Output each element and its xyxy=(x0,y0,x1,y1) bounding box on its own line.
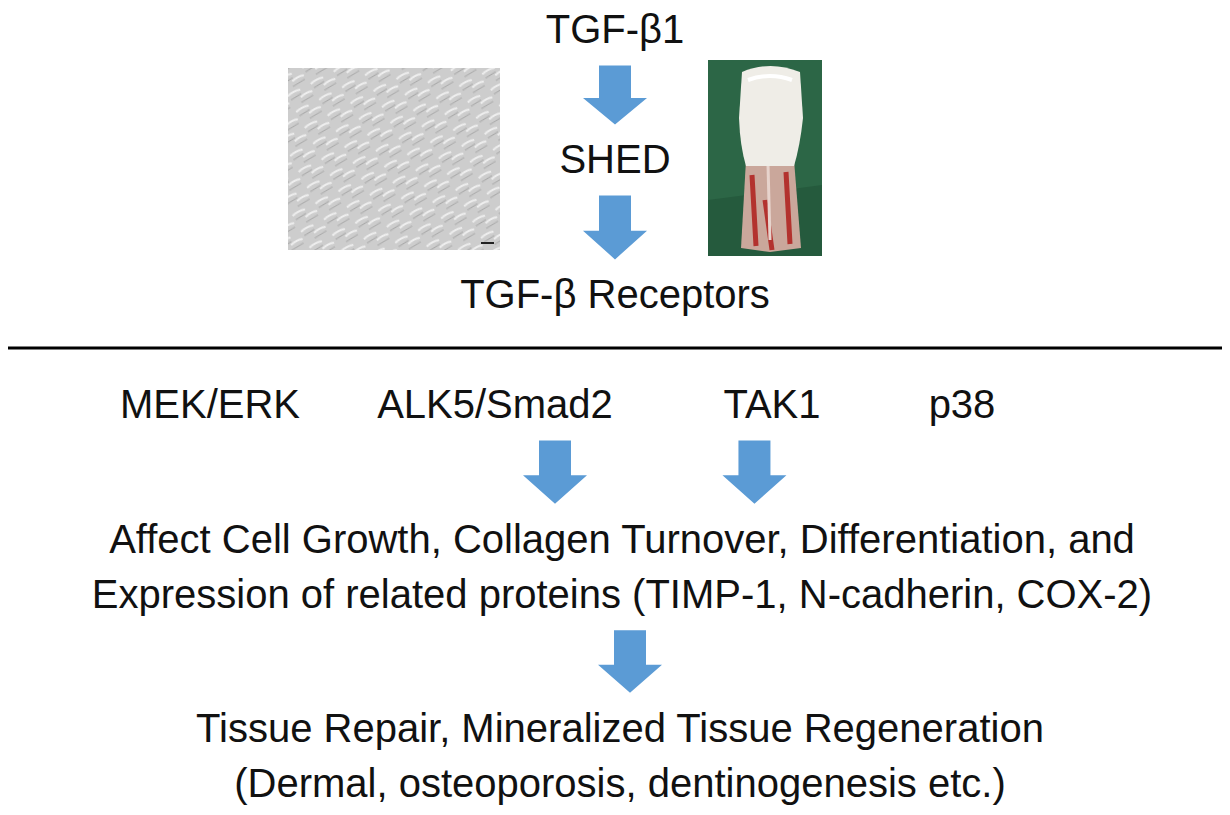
node-text: TGF-β1 xyxy=(546,2,685,57)
node-text: Tissue Repair, Mineralized Tissue Regene… xyxy=(174,701,1066,811)
root-canal xyxy=(768,165,770,240)
node-text: TGF-β Receptors xyxy=(460,267,770,322)
text-node: TGF-β Receptors xyxy=(456,265,774,324)
node-text: SHED xyxy=(559,132,670,187)
block-arrow xyxy=(583,66,647,125)
block-arrow xyxy=(598,630,662,693)
block-arrow xyxy=(583,196,647,260)
cell-micrograph xyxy=(288,68,500,250)
scale-bar xyxy=(481,242,494,244)
text-node: Tissue Repair, Mineralized Tissue Regene… xyxy=(170,699,1070,813)
tooth-crown xyxy=(739,66,803,166)
crown-highlight xyxy=(748,76,792,80)
text-node: ALK5/Smad2 xyxy=(373,375,617,434)
node-text: Affect Cell Growth, Collagen Turnover, D… xyxy=(36,512,1208,622)
text-node: p38 xyxy=(925,375,1000,434)
tooth-photo xyxy=(708,60,822,256)
block-arrow xyxy=(523,441,587,504)
block-arrow xyxy=(722,441,786,504)
text-node: Affect Cell Growth, Collagen Turnover, D… xyxy=(32,510,1212,624)
node-text: MEK/ERK xyxy=(120,377,300,432)
divider-line xyxy=(8,347,1222,350)
tooth-root xyxy=(741,160,801,252)
text-node: TAK1 xyxy=(719,375,824,434)
photo-ground xyxy=(708,60,822,256)
node-text: TAK1 xyxy=(723,377,820,432)
text-node: SHED xyxy=(555,130,674,189)
micrograph-ground xyxy=(288,68,500,250)
node-text: ALK5/Smad2 xyxy=(377,377,613,432)
text-node: MEK/ERK xyxy=(116,375,304,434)
text-node: TGF-β1 xyxy=(542,0,689,59)
node-text: p38 xyxy=(929,377,996,432)
